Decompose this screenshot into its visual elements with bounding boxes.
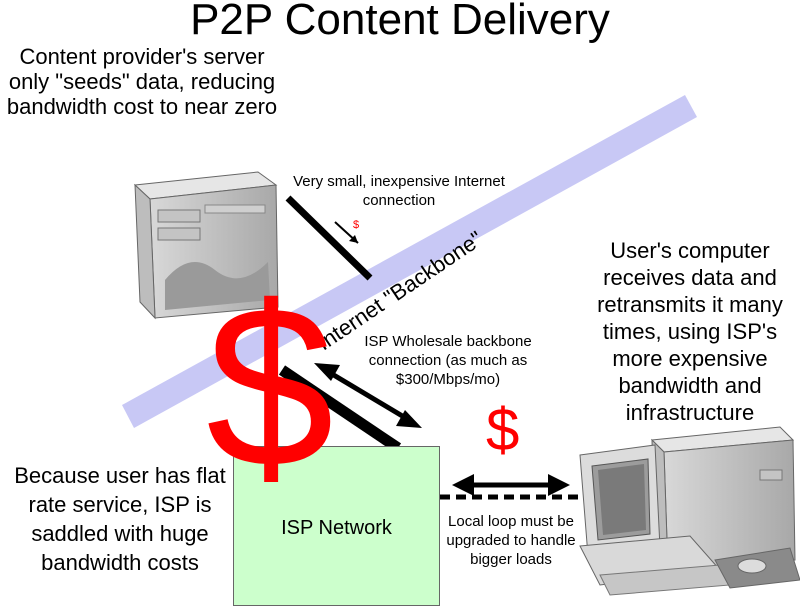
small-dollar-sign: $	[353, 219, 360, 231]
isp-network-label: ISP Network	[281, 517, 392, 539]
local-loop-arrow-head-a	[452, 474, 474, 496]
page-title: P2P Content Delivery	[190, 0, 610, 44]
isp-backbone-line	[278, 365, 402, 453]
small-connection-caption: Very small, inexpensive Internet connect…	[293, 173, 505, 209]
server-uplink-line	[285, 195, 373, 281]
provider-caption: Content provider's server only "seeds" d…	[6, 44, 278, 119]
wholesale-arrow-head-b	[396, 410, 422, 428]
local-loop-arrow-head-b	[548, 474, 570, 496]
big-dollar-sign: $	[206, 258, 334, 515]
small-arrow-head	[349, 235, 358, 243]
wholesale-double-arrow	[330, 371, 406, 420]
user-computer-icon	[579, 426, 800, 596]
wholesale-arrow-head-a	[314, 363, 340, 381]
internet-backbone-band	[122, 95, 697, 428]
flat-rate-caption: Because user has flat rate service, ISP …	[14, 463, 226, 575]
isp-network-box	[233, 446, 440, 606]
server-tower-icon	[133, 171, 279, 320]
local-loop-caption: Local loop must be upgraded to handle bi…	[446, 513, 576, 568]
medium-dollar-sign: $	[486, 396, 520, 463]
user-computer-caption: User's computer receives data and retran…	[597, 238, 783, 425]
isp-wholesale-caption: ISP Wholesale backbone connection (as mu…	[364, 333, 532, 388]
